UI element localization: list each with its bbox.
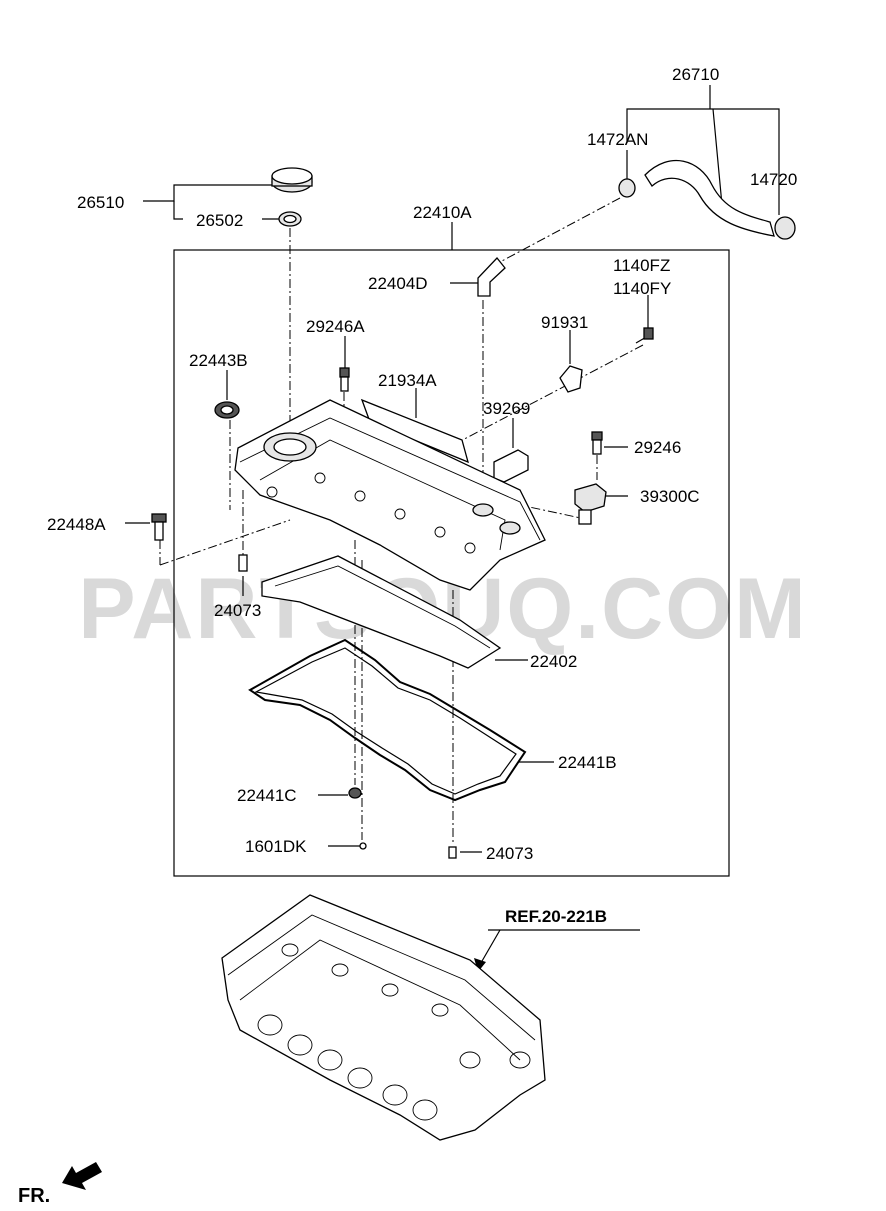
- cover-gasket: [248, 638, 527, 802]
- camshaft-sensor: [574, 483, 607, 525]
- bracket-39269: [493, 449, 529, 483]
- callout-26510: 26510: [77, 193, 124, 212]
- callout-1472AN: 1472AN: [587, 130, 648, 149]
- callout-22402: 22402: [530, 652, 577, 671]
- rocker-cover: [234, 399, 546, 591]
- callout-22443B: 22443B: [189, 351, 248, 370]
- callout-29246: 29246: [634, 438, 681, 457]
- dowel-pin-lower: [448, 846, 457, 859]
- seal-22441C: [348, 787, 362, 799]
- callout-21934A: 21934A: [378, 371, 437, 390]
- hose-clamp-small: [618, 178, 636, 198]
- callout-26502: 26502: [196, 211, 243, 230]
- leader-26710: [626, 108, 780, 215]
- front-direction-arrow: [62, 1162, 102, 1190]
- callout-39269: 39269: [483, 399, 530, 418]
- gasket-plate-22402: [261, 555, 502, 669]
- callout-22448A: 22448A: [47, 515, 106, 534]
- callout-26710: 26710: [672, 65, 719, 84]
- callout-22441C: 22441C: [237, 786, 297, 805]
- callout-22410A: 22410A: [413, 203, 472, 222]
- callout-1140FZ: 1140FZ: [613, 256, 670, 275]
- dowel-pin-upper: [238, 554, 248, 572]
- callout-22441B: 22441B: [558, 753, 617, 772]
- plug-29246A: [339, 367, 350, 392]
- callout-29246A: 29246A: [306, 317, 365, 336]
- callout-39300C: 39300C: [640, 487, 700, 506]
- o-ring-1601DK: [359, 842, 367, 850]
- callout-24073-lower: 24073: [486, 844, 533, 863]
- callout-22404D: 22404D: [368, 274, 428, 293]
- bolt-1140: [635, 327, 654, 344]
- bolt-22448A: [151, 513, 167, 541]
- leader-26510: [143, 184, 272, 202]
- baffle-plate: [360, 398, 469, 464]
- bracket-91931: [559, 365, 583, 393]
- plug-29246: [591, 431, 603, 455]
- breather-hose: [644, 159, 775, 237]
- hose-clamp: [774, 216, 796, 240]
- callout-14720: 14720: [750, 170, 797, 189]
- callout-1140FY: 1140FY: [613, 279, 671, 298]
- callout-24073-upper: 24073: [214, 601, 261, 620]
- reference-label: REF.20-221B: [505, 907, 607, 926]
- pcv-elbow: [477, 257, 506, 297]
- cylinder-head: [221, 894, 546, 1141]
- callout-1601DK: 1601DK: [245, 837, 307, 856]
- direction-label: FR.: [18, 1185, 50, 1207]
- callout-91931: 91931: [541, 313, 588, 332]
